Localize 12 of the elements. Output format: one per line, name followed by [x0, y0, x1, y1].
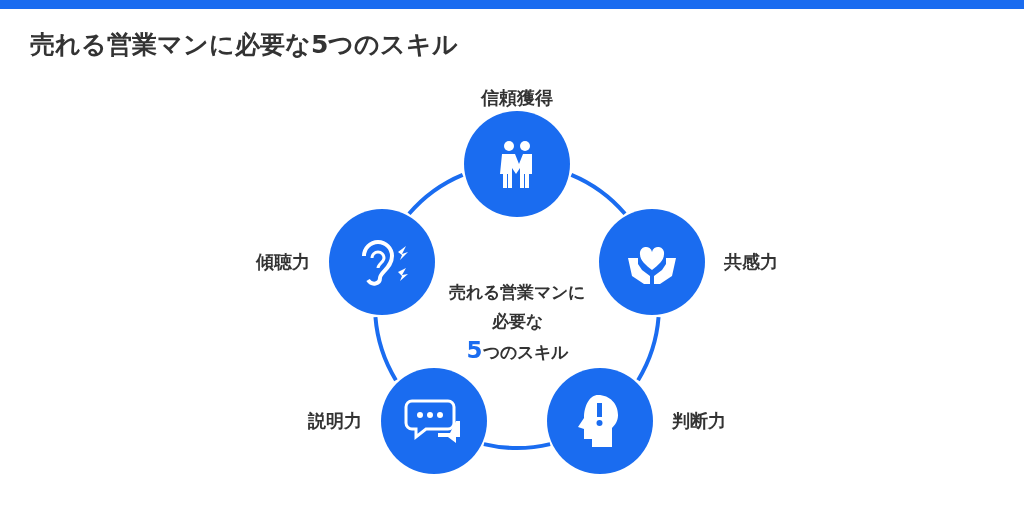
ring-arc: [570, 173, 627, 216]
ring-arc: [483, 442, 551, 450]
skill-label: 判断力: [672, 408, 727, 433]
ring-arc: [636, 316, 661, 382]
ring-arc: [373, 316, 398, 382]
skill-label: 傾聴力: [255, 250, 310, 275]
center-heading: 売れる営業マンに必要な5つのスキル: [448, 281, 586, 365]
title: 売れる営業マンに必要な5つのスキル: [30, 29, 459, 61]
ring-arc: [407, 173, 464, 216]
skill-label: 共感力: [724, 250, 779, 275]
skill-label: 信頼獲得: [481, 86, 553, 110]
skill-label: 説明力: [307, 408, 362, 433]
